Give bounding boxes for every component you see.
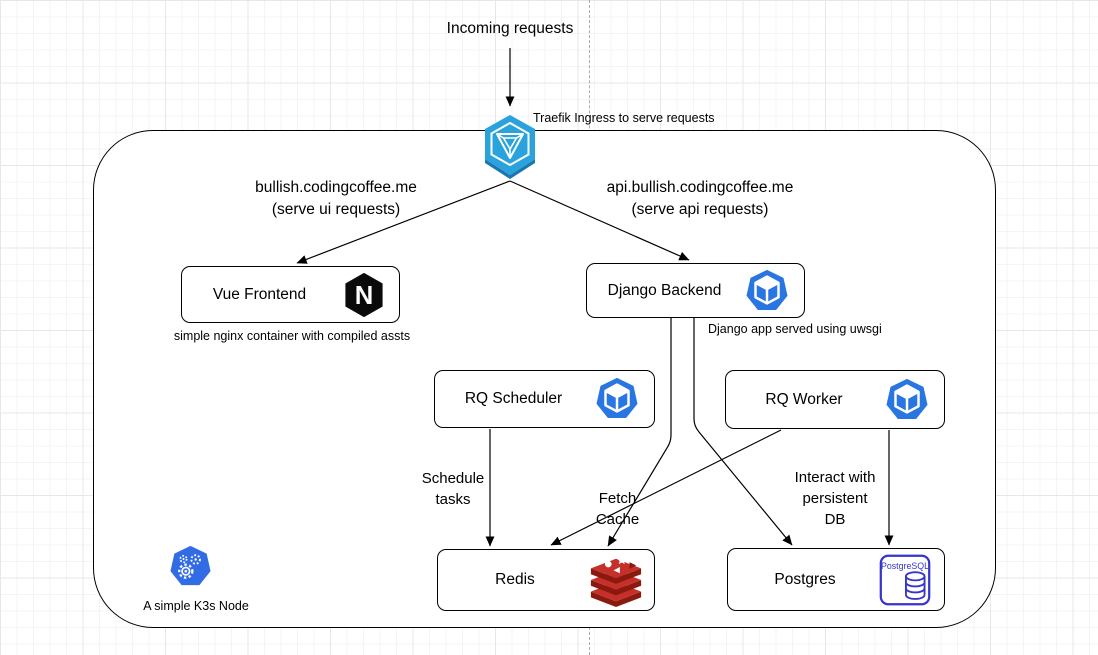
container-cube-icon [594, 376, 640, 422]
edge-django-to-postgres[interactable] [693, 318, 793, 546]
edge-label-interact-db: Interact with persistent DB [794, 469, 876, 528]
container-cube-icon [744, 268, 790, 314]
node-label: Django Backend [607, 281, 722, 299]
edge-django-to-redis[interactable] [607, 318, 672, 547]
nginx-logo-icon: N [343, 272, 385, 318]
edge-traefik-to-vue-frontend[interactable] [296, 180, 511, 264]
node-rq-scheduler[interactable]: RQ Scheduler [434, 370, 655, 428]
traefik-ingress-icon[interactable] [483, 114, 537, 180]
api-route-label: api.bullish.codingcoffee.me (serve api r… [606, 179, 794, 218]
traefik-note: Traefik Ingress to serve requests [533, 111, 715, 125]
node-vue-frontend[interactable]: Vue Frontend N [181, 266, 400, 323]
svg-text:N: N [355, 281, 374, 309]
k3s-node-icon[interactable] [168, 544, 213, 589]
edge-label-schedule-tasks: Schedule tasks [421, 470, 485, 508]
django-backend-note: Django app served using uwsgi [708, 322, 882, 336]
node-rq-worker[interactable]: RQ Worker [725, 370, 945, 429]
postgresql-logo-icon: PostgreSQL [878, 553, 932, 607]
node-label: Redis [495, 571, 535, 588]
node-postgres[interactable]: Postgres PostgreSQL [727, 548, 945, 611]
node-label: RQ Scheduler [464, 390, 563, 407]
node-django-backend[interactable]: Django Backend [586, 263, 805, 318]
container-cube-icon [884, 377, 930, 423]
k3s-node-note: A simple K3s Node [143, 599, 249, 613]
svg-text:PostgreSQL: PostgreSQL [881, 560, 929, 570]
redis-logo-icon [588, 553, 644, 608]
incoming-requests-label: Incoming requests [446, 20, 574, 37]
node-label: Vue Frontend [212, 285, 307, 303]
node-label: Postgres [774, 570, 836, 588]
edge-rq-worker-to-redis[interactable] [550, 429, 782, 546]
ui-route-label: bullish.codingcoffee.me (serve ui reques… [255, 179, 417, 218]
node-redis[interactable]: Redis [437, 549, 655, 611]
vue-frontend-note: simple nginx container with compiled ass… [173, 329, 411, 343]
edge-traefik-to-django-backend[interactable] [509, 180, 690, 261]
edge-label-fetch-cache: Fetch Cache [595, 490, 640, 528]
node-label: RQ Worker [765, 390, 843, 408]
